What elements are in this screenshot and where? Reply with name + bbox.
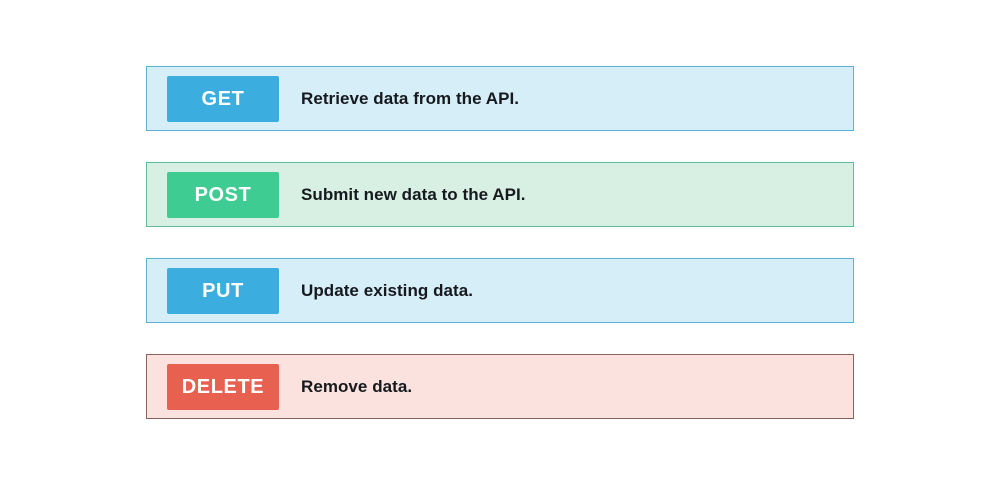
method-row-get[interactable]: GET Retrieve data from the API. xyxy=(146,66,854,131)
method-row-delete[interactable]: DELETE Remove data. xyxy=(146,354,854,419)
method-description-get: Retrieve data from the API. xyxy=(301,88,520,108)
method-row-put[interactable]: PUT Update existing data. xyxy=(146,258,854,323)
method-badge-get[interactable]: GET xyxy=(167,75,279,122)
http-methods-list: GET Retrieve data from the API. POST Sub… xyxy=(146,66,854,419)
method-description-post: Submit new data to the API. xyxy=(301,184,526,204)
method-description-delete: Remove data. xyxy=(301,376,413,396)
method-row-post[interactable]: POST Submit new data to the API. xyxy=(146,162,854,227)
method-badge-post[interactable]: POST xyxy=(167,171,279,218)
method-badge-put[interactable]: PUT xyxy=(167,267,279,314)
method-description-put: Update existing data. xyxy=(301,280,474,300)
method-badge-delete[interactable]: DELETE xyxy=(167,363,279,410)
